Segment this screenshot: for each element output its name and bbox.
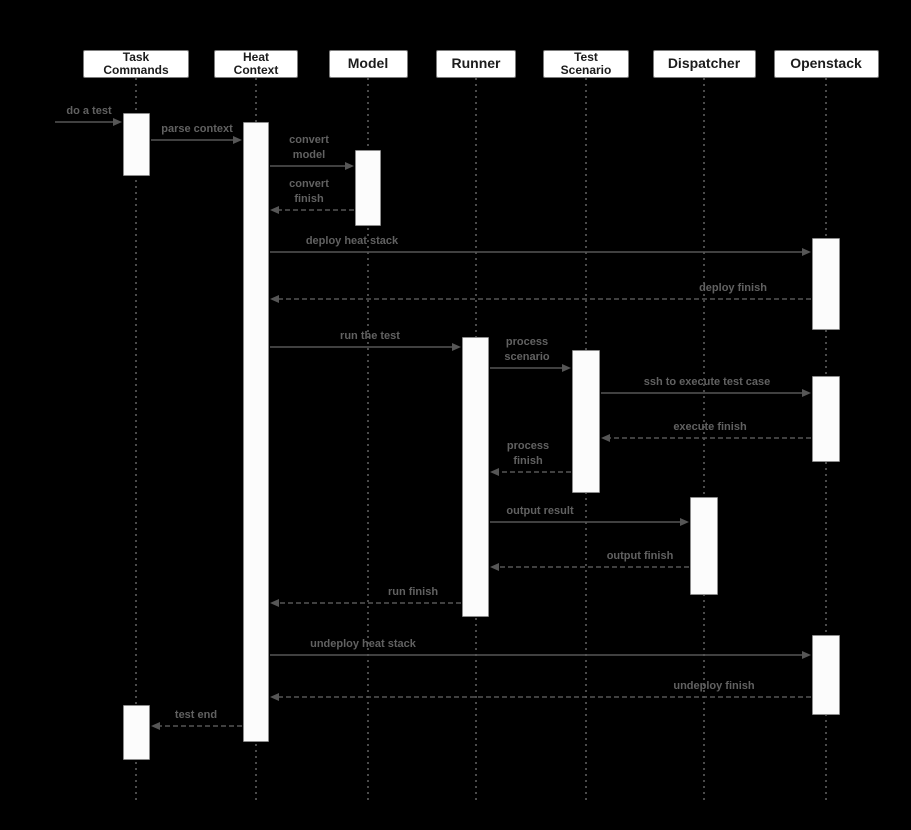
actor-label-test-scenario: Test Scenario: [560, 49, 612, 77]
actor-heat-context: Heat Context: [214, 50, 298, 78]
activation-openstack-deploy: [812, 238, 840, 330]
activation-runner-1: [462, 337, 489, 617]
message-label-ssh-to-execute: ssh to execute test case: [643, 375, 771, 388]
actor-label-heat-context: Heat Context: [233, 49, 279, 77]
arrowhead-execute-finish: [601, 434, 610, 442]
message-label-undeploy-finish: undeploy finish: [673, 679, 755, 692]
actor-model: Model: [328, 50, 408, 78]
actor-test-scenario: Test Scenario: [543, 50, 629, 78]
message-label-run-the-test: run the test: [340, 329, 400, 342]
arrowhead-undeploy-finish: [270, 693, 279, 701]
activation-task-commands-2: [123, 705, 150, 760]
arrowhead-run-finish: [270, 599, 279, 607]
activation-model-1: [355, 150, 381, 226]
arrowhead-process-finish: [490, 468, 499, 476]
actor-label-runner: Runner: [451, 55, 501, 72]
actor-openstack: Openstack: [773, 50, 879, 78]
message-label-output-result: output result: [506, 504, 574, 517]
actor-dispatcher: Dispatcher: [652, 50, 756, 78]
message-label-output-finish: output finish: [606, 549, 674, 562]
arrowhead-deploy-finish: [270, 295, 279, 303]
activation-dispatcher-1: [690, 497, 718, 595]
actor-label-openstack: Openstack: [790, 55, 862, 72]
message-label-deploy-finish: deploy finish: [699, 281, 767, 294]
arrowhead-convert-finish: [270, 206, 279, 214]
activation-task-commands-1: [123, 113, 150, 176]
arrowhead-parse-context: [233, 136, 242, 144]
arrowhead-test-end: [151, 722, 160, 730]
actor-task-commands: Task Commands: [83, 50, 189, 78]
arrowhead-output-finish: [490, 563, 499, 571]
message-label-undeploy-heat-stack: undeploy heat stack: [310, 637, 416, 650]
arrowhead-process-scenario: [562, 364, 571, 372]
message-label-execute-finish: execute finish: [673, 420, 747, 433]
arrowhead-run-the-test: [452, 343, 461, 351]
actor-label-task-commands: Task Commands: [103, 49, 169, 77]
message-label-convert-model: convert model: [289, 134, 329, 161]
message-label-test-end: test end: [174, 708, 218, 721]
activation-test-scenario-1: [572, 350, 600, 493]
actor-label-dispatcher: Dispatcher: [667, 55, 741, 72]
activation-openstack-execute: [812, 376, 840, 462]
activation-heat-context-main: [243, 122, 269, 742]
message-label-parse-context: parse context: [161, 122, 233, 135]
message-label-process-finish: process finish: [506, 440, 550, 467]
arrowhead-deploy-heat-stack: [802, 248, 811, 256]
arrowhead-do-a-test: [113, 118, 122, 126]
arrowhead-ssh-to-execute: [802, 389, 811, 397]
arrowhead-output-result: [680, 518, 689, 526]
message-label-do-a-test: do a test: [66, 104, 112, 117]
actor-label-model: Model: [347, 55, 389, 72]
activation-openstack-undeploy: [812, 635, 840, 715]
actor-runner: Runner: [436, 50, 516, 78]
arrowhead-undeploy-heat-stack: [802, 651, 811, 659]
arrowhead-convert-model: [345, 162, 354, 170]
message-label-convert-finish: convert finish: [289, 178, 329, 205]
message-label-process-scenario: process scenario: [504, 336, 550, 363]
message-label-deploy-heat-stack: deploy heat stack: [305, 234, 399, 247]
message-label-run-finish: run finish: [387, 585, 439, 598]
